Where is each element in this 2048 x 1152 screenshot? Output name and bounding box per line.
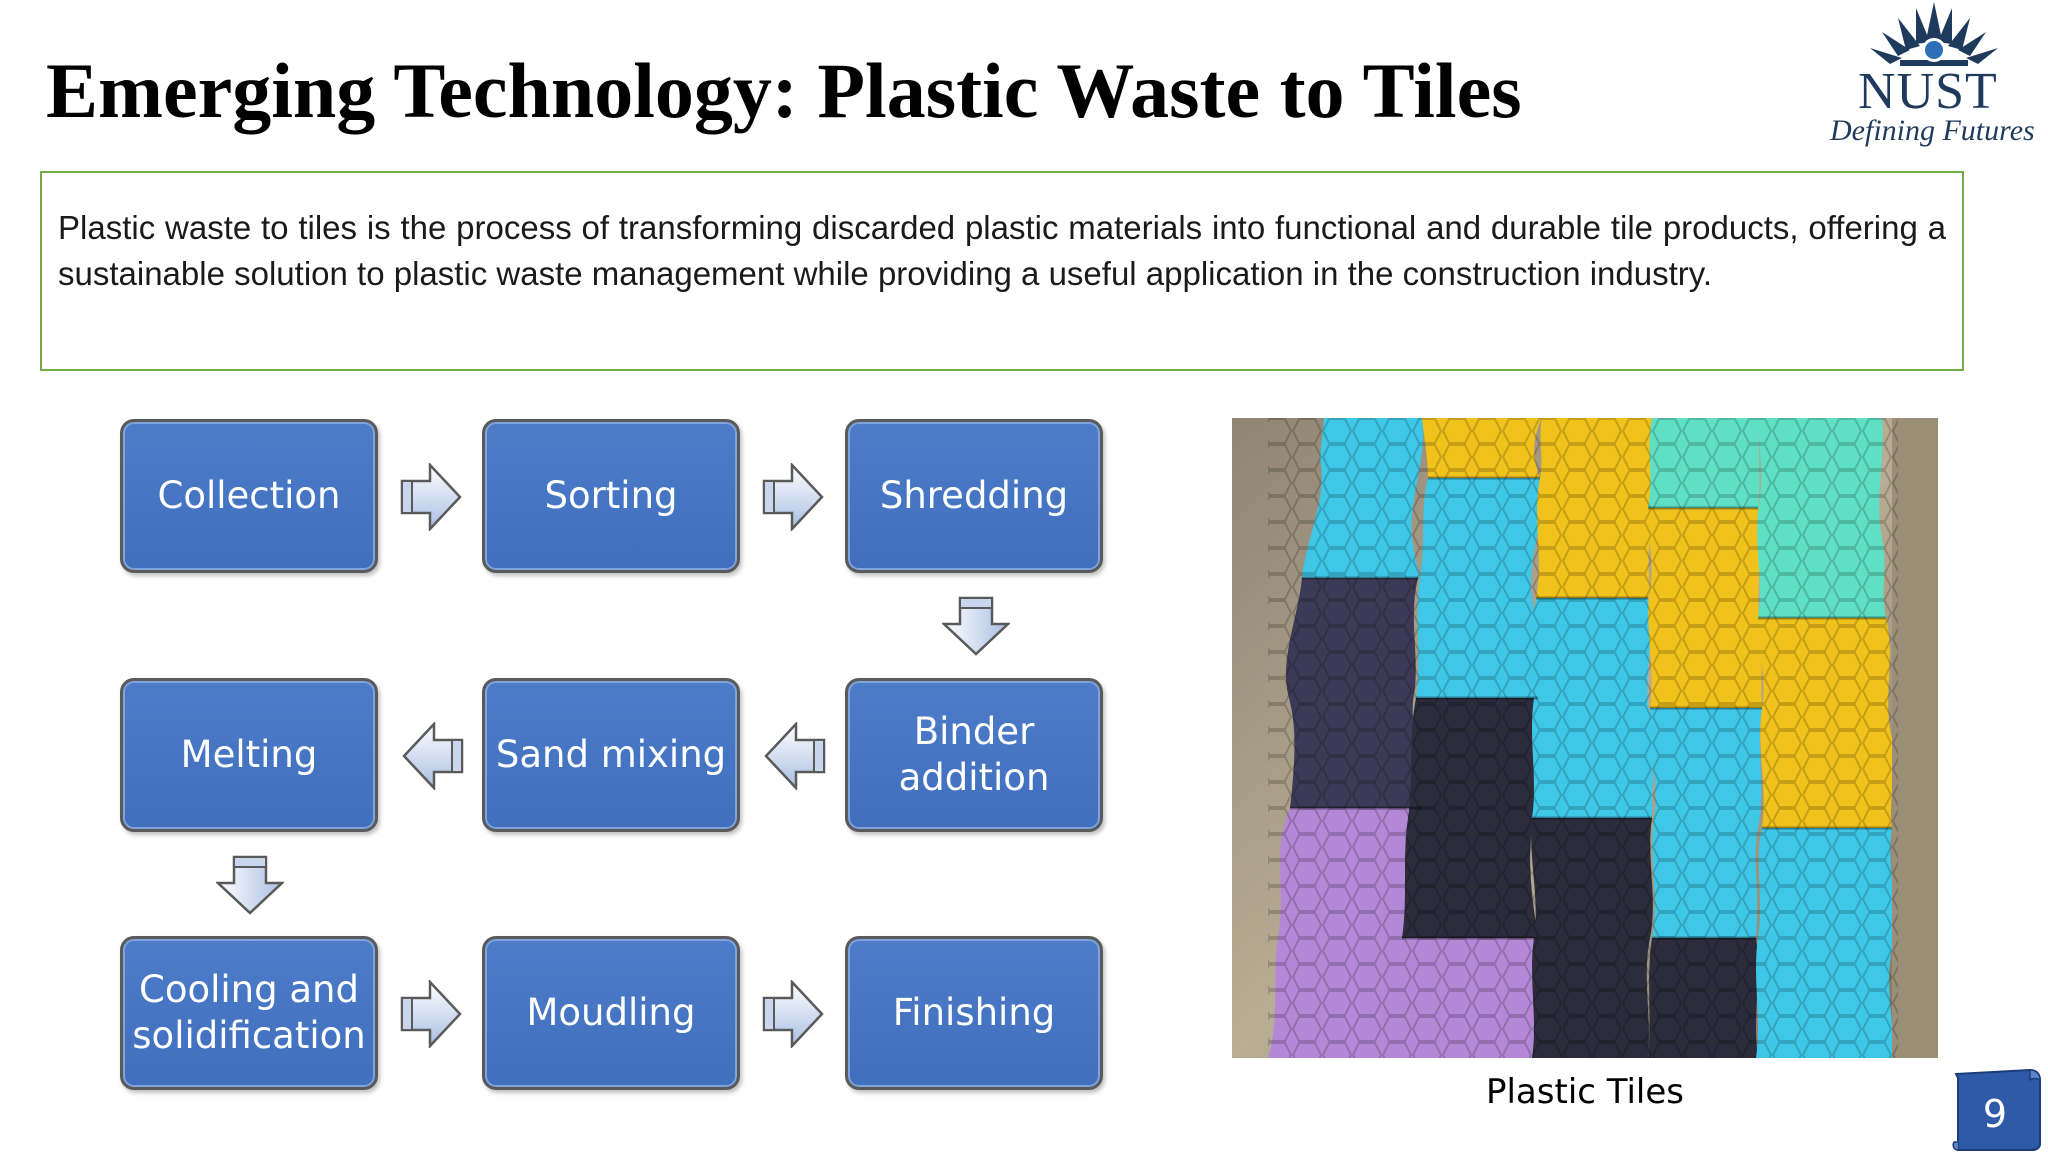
step-finishing: Finishing (845, 936, 1103, 1090)
scroll-badge-icon (1952, 1068, 2041, 1151)
arrow-right-icon (400, 980, 462, 1048)
arrow-down-icon (216, 855, 284, 915)
nust-logo: NUST Defining Futures (1820, 0, 2048, 150)
description-box: Plastic waste to tiles is the process of… (40, 171, 1964, 371)
step-label: Cooling and solidification (132, 968, 366, 1057)
arrow-down-icon (942, 596, 1010, 656)
step-shredding: Shredding (845, 419, 1103, 573)
step-binder-addition: Binder addition (845, 678, 1103, 832)
step-label: Shredding (879, 474, 1069, 517)
plastic-tiles-photo (1232, 418, 1938, 1058)
slide-title: Emerging Technology: Plastic Waste to Ti… (46, 47, 1522, 134)
step-melting: Melting (120, 678, 378, 832)
step-label: Finishing (892, 991, 1056, 1034)
step-label: Melting (180, 733, 318, 776)
step-sorting: Sorting (482, 419, 740, 573)
plastic-tiles-image (1232, 418, 1938, 1058)
step-label: Moudling (526, 991, 696, 1034)
step-cooling-solidification: Cooling and solidification (120, 936, 378, 1090)
description-text: Plastic waste to tiles is the process of… (58, 209, 1946, 292)
arrow-left-icon (402, 722, 464, 790)
logo-tagline: Defining Futures (1830, 114, 2035, 147)
step-label: Sorting (544, 474, 678, 517)
page-number-badge: 9 (1950, 1064, 2044, 1152)
step-label: Collection (157, 474, 341, 517)
arrow-right-icon (400, 463, 462, 531)
step-label: Binder addition (898, 710, 1050, 799)
logo-emblem-icon (1870, 2, 1998, 66)
step-collection: Collection (120, 419, 378, 573)
step-sand-mixing: Sand mixing (482, 678, 740, 832)
arrow-left-icon (764, 722, 826, 790)
logo-name: NUST (1858, 63, 1998, 120)
step-moudling: Moudling (482, 936, 740, 1090)
page-number: 9 (1982, 1092, 2008, 1136)
arrow-right-icon (762, 980, 824, 1048)
photo-caption: Plastic Tiles (1485, 1072, 1685, 1112)
step-label: Sand mixing (495, 733, 727, 776)
arrow-right-icon (762, 463, 824, 531)
